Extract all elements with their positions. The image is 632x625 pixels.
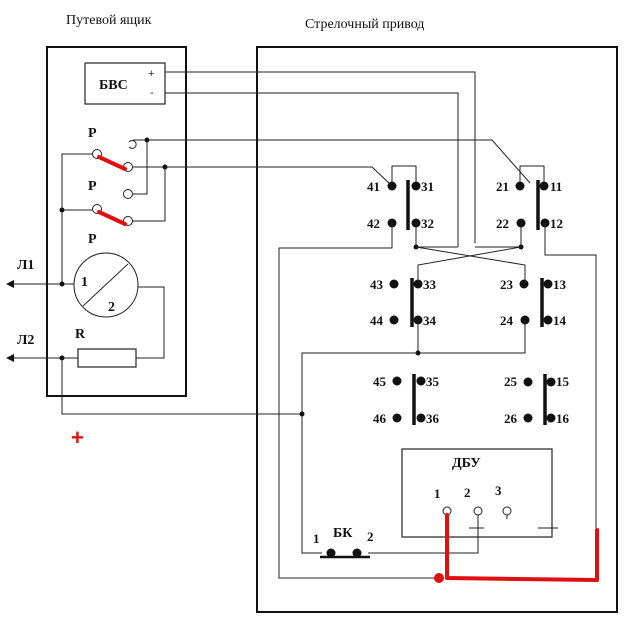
dbu-terminal-1-label: 1 xyxy=(434,486,441,501)
line-l1-label: Л1 xyxy=(17,258,34,273)
wire-l2-to-drive xyxy=(61,358,302,415)
line-l2-label: Л2 xyxy=(17,333,34,348)
bk-terminal-1-label: 1 xyxy=(313,531,320,546)
contact-12: 12 xyxy=(550,216,563,231)
resistor-label: R xyxy=(75,327,86,342)
wire-jumper-21-11 xyxy=(519,165,545,186)
node xyxy=(59,281,65,287)
contact-24: 24 xyxy=(500,313,514,328)
relay-label-3: Р xyxy=(88,232,97,247)
bvs-plus: + xyxy=(148,68,154,80)
relay-label-1: Р xyxy=(88,126,97,141)
wire-pivot-bus xyxy=(61,153,92,284)
dbu-label: ДБУ xyxy=(452,456,481,471)
contact-26: 26 xyxy=(504,411,518,426)
contact-34: 34 xyxy=(423,313,437,328)
resistor xyxy=(77,348,137,368)
relay-contact-open-2 xyxy=(123,189,133,199)
contact-31: 31 xyxy=(421,179,434,194)
relay-coil-terminal-2: 2 xyxy=(108,300,115,315)
contact-33: 33 xyxy=(423,277,437,292)
contact-11: 11 xyxy=(550,179,562,194)
contact-42: 42 xyxy=(367,216,380,231)
relay-armature-1 xyxy=(97,155,127,171)
wire-closed-contacts xyxy=(133,166,166,222)
switch-drive-title: Стрелочный привод xyxy=(305,17,424,32)
contact-15: 15 xyxy=(556,374,570,389)
contact-44: 44 xyxy=(370,313,384,328)
bk-switch: БК 1 2 xyxy=(313,526,374,559)
relay-coil-divider xyxy=(82,263,129,307)
contact-group-left: 41 31 42 32 43 33 44 34 45 35 46 36 xyxy=(367,165,440,426)
wire-to-contact-21 xyxy=(147,139,531,184)
dbu-block: ДБУ 1 2 3 xyxy=(401,448,558,538)
contact-43: 43 xyxy=(370,277,384,292)
wire-bvs-minus xyxy=(165,92,459,247)
dbu-terminal-3 xyxy=(502,506,512,516)
dbu-terminal-3-label: 3 xyxy=(495,483,502,498)
contact-13: 13 xyxy=(553,277,567,292)
highlight-node xyxy=(434,573,444,583)
dbu-terminal-2 xyxy=(473,506,483,516)
wire-12-right xyxy=(544,223,597,528)
wire-bvs-plus xyxy=(165,71,476,243)
contact-46: 46 xyxy=(373,411,387,426)
bvs-box xyxy=(84,62,166,105)
track-box-enclosure xyxy=(46,46,187,397)
arrow-l2-icon xyxy=(6,354,14,362)
wire-to-contact-41 xyxy=(165,166,391,185)
wire-42-outer-loop xyxy=(278,223,438,579)
wire-to-bk xyxy=(301,352,418,554)
wire-34-24 xyxy=(417,320,526,354)
bk-terminal-2-label: 2 xyxy=(367,529,374,544)
wire-cross-to-23 xyxy=(415,246,526,284)
node xyxy=(299,411,305,417)
wire-dbu2-bk2 xyxy=(368,515,479,554)
relay-contact-open-1 xyxy=(128,139,137,149)
relay-coil-terminal-1: 1 xyxy=(81,275,88,290)
wire-jumper-41-31 xyxy=(391,165,417,186)
contact-41: 41 xyxy=(367,179,380,194)
relay-label-2: Р xyxy=(88,179,97,194)
track-box-title: Путевой ящик xyxy=(66,13,152,28)
dbu-terminal-2-label: 2 xyxy=(464,485,471,500)
contact-22: 22 xyxy=(496,216,509,231)
contact-16: 16 xyxy=(556,411,570,426)
highlight-wire xyxy=(445,513,599,582)
bvs-block: БВС + - xyxy=(84,62,166,105)
contact-36: 36 xyxy=(426,411,440,426)
contact-group-right: 21 11 22 12 23 13 24 14 25 15 26 16 xyxy=(496,165,570,426)
red-plus-mark: + xyxy=(71,425,84,450)
contact-25: 25 xyxy=(504,374,518,389)
contact-35: 35 xyxy=(426,374,440,389)
arrow-l1-icon xyxy=(6,280,14,288)
node xyxy=(59,207,65,213)
bvs-label: БВС xyxy=(99,78,128,93)
bvs-minus: - xyxy=(150,87,154,99)
relay-armature-2 xyxy=(97,210,127,226)
contact-23: 23 xyxy=(500,277,514,292)
contact-14: 14 xyxy=(553,313,567,328)
bk-label: БК xyxy=(333,526,353,541)
dbu-box xyxy=(401,448,553,538)
contact-32: 32 xyxy=(421,216,434,231)
contact-21: 21 xyxy=(496,179,509,194)
switch-drive-enclosure xyxy=(256,46,618,613)
contact-45: 45 xyxy=(373,374,387,389)
wire-coil-to-resistor xyxy=(136,286,165,359)
wire-cross-to-33 xyxy=(417,246,522,284)
